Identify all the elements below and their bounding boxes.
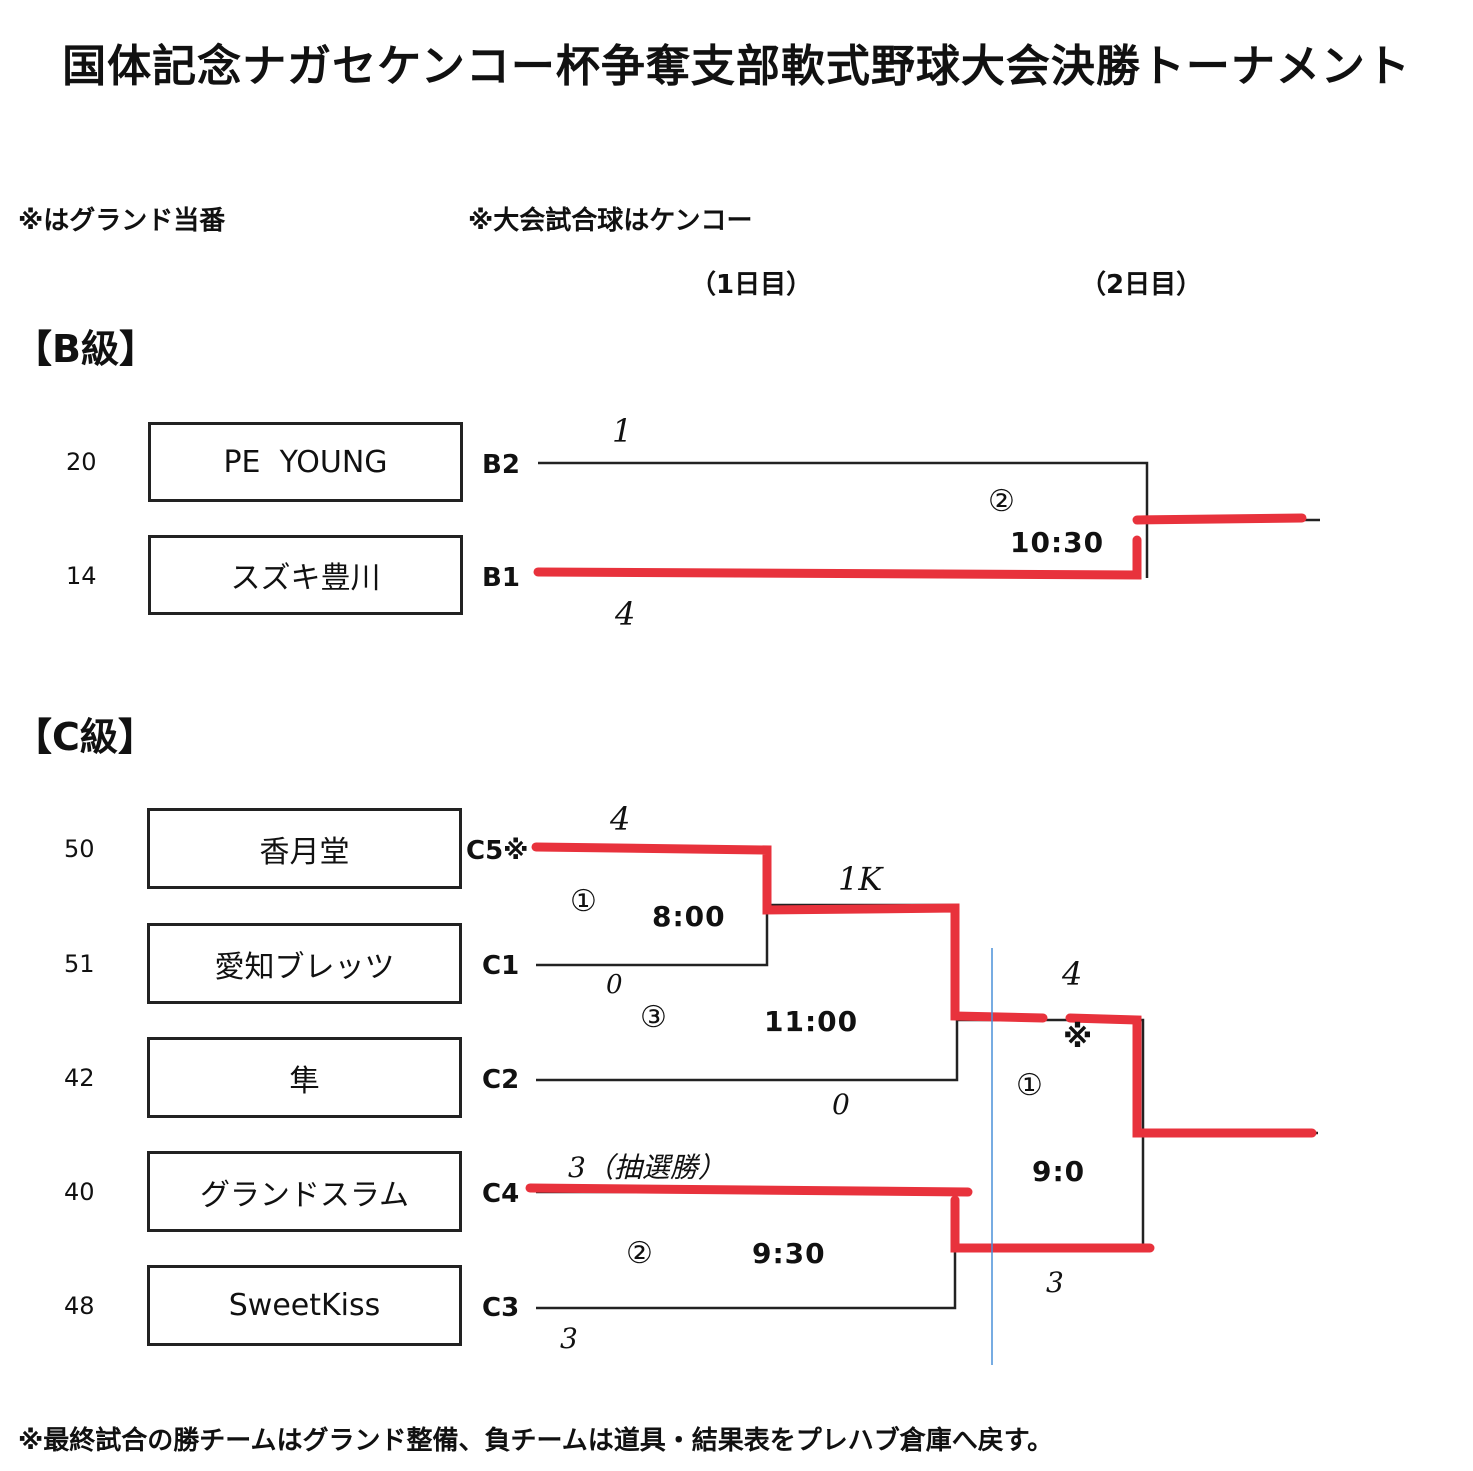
c-m3-score-top: 1K bbox=[838, 860, 883, 898]
c-m3-score-bottom: 0 bbox=[832, 1088, 850, 1121]
b-score-top: 1 bbox=[612, 412, 633, 450]
team-box-kogetsudo: 香月堂 bbox=[147, 808, 462, 889]
c-m2-score-bottom: 3 bbox=[560, 1322, 578, 1355]
c-code-5: C3 bbox=[482, 1293, 520, 1323]
team-name: 隼 bbox=[289, 1063, 320, 1099]
c-winner-path bbox=[525, 842, 1317, 1253]
c-code-2: C1 bbox=[482, 951, 520, 981]
day2-label: （2日目） bbox=[1080, 270, 1203, 300]
team-box-pe-young: PE YOUNG bbox=[148, 422, 463, 502]
c-code-4: C4 bbox=[482, 1179, 520, 1209]
b-code-1: B2 bbox=[482, 450, 520, 480]
team-name: 愛知ブレッツ bbox=[214, 949, 395, 985]
team-box-suzuki-toyokawa: スズキ豊川 bbox=[148, 535, 463, 615]
official-ball-note: ※大会試合球はケンコー bbox=[468, 206, 753, 236]
c-m2-score-top: 3（抽選勝） bbox=[568, 1151, 726, 1184]
c-m3-number: ③ bbox=[640, 1000, 667, 1035]
team-box-sweetkiss: SweetKiss bbox=[147, 1265, 462, 1346]
team-name: PE YOUNG bbox=[223, 444, 388, 480]
team-box-aichi-bullets: 愛知ブレッツ bbox=[147, 923, 462, 1004]
footer-note: ※最終試合の勝チームはグランド整備、負チームは道具・結果表をプレハブ倉庫へ戻す。 bbox=[18, 1426, 1054, 1456]
b-winner-path bbox=[533, 513, 1307, 580]
c-seed-2: 51 bbox=[64, 950, 95, 978]
c-final-score-top: 4 bbox=[1062, 955, 1083, 993]
team-name: スズキ豊川 bbox=[230, 561, 381, 596]
c-final-number: ① bbox=[1016, 1068, 1043, 1103]
b-code-2: B1 bbox=[482, 563, 520, 593]
c-m2-time: 9:30 bbox=[752, 1237, 826, 1270]
c-final-time: 9:0 bbox=[1032, 1155, 1086, 1188]
c-m1-time: 8:00 bbox=[652, 900, 726, 933]
c-seed-1: 50 bbox=[64, 835, 95, 863]
team-box-grand-slam: グランドスラム bbox=[147, 1151, 462, 1232]
page-title: 国体記念ナガセケンコー杯争奪支部軟式野球大会決勝トーナメント bbox=[62, 41, 1411, 92]
b-match-time: 10:30 bbox=[1010, 526, 1105, 559]
team-name: 香月堂 bbox=[259, 834, 350, 870]
team-name: グランドスラム bbox=[199, 1177, 410, 1213]
day1-label: （1日目） bbox=[690, 270, 813, 300]
b-class-heading: 【B級】 bbox=[14, 327, 157, 371]
c-seed-3: 42 bbox=[64, 1064, 95, 1092]
ground-duty-note: ※はグランド当番 bbox=[18, 206, 226, 236]
c-m3-time: 11:00 bbox=[764, 1005, 859, 1038]
c-code-3: C2 bbox=[482, 1065, 520, 1095]
c-seed-4: 40 bbox=[64, 1178, 95, 1206]
c-m1-score-top: 4 bbox=[610, 800, 631, 838]
c-class-heading: 【C級】 bbox=[14, 715, 156, 759]
team-box-hayabusa: 隼 bbox=[147, 1037, 462, 1118]
b-match-number: ② bbox=[988, 484, 1015, 519]
team-name: SweetKiss bbox=[228, 1288, 381, 1323]
b-seed-2: 14 bbox=[66, 562, 97, 590]
c-code-1: C5※ bbox=[466, 836, 529, 866]
c-final-ground-mark: ※ bbox=[1063, 1020, 1093, 1055]
c-m2-number: ② bbox=[626, 1236, 653, 1271]
b-seed-1: 20 bbox=[66, 448, 97, 476]
b-score-bottom: 4 bbox=[615, 595, 636, 633]
c-seed-5: 48 bbox=[64, 1292, 95, 1320]
c-m1-number: ① bbox=[570, 884, 597, 919]
c-final-score-bottom: 3 bbox=[1046, 1266, 1064, 1299]
c-m1-score-bottom: 0 bbox=[606, 970, 623, 1000]
